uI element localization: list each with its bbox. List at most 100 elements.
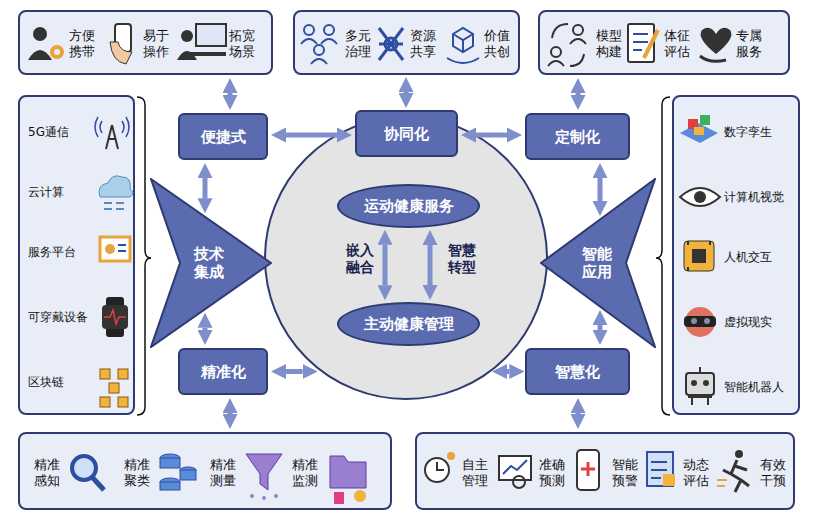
node-label: 精准 监测: [292, 457, 321, 488]
icon-group-part: [700, 56, 726, 61]
node-label: 多元 治理: [345, 28, 374, 59]
icon-group-part: [100, 237, 130, 261]
icon-group-part: [691, 380, 697, 386]
icon-group-part: [437, 462, 444, 470]
node-label: 智能 预警: [612, 457, 641, 488]
icon-group-part: [735, 450, 743, 458]
icon-group-part-part: [160, 482, 180, 490]
node-label: 易于 操作: [143, 28, 172, 59]
icon-group-part-part: [100, 397, 110, 407]
icon-group-part-part: [700, 115, 710, 125]
icon-group-part: [694, 191, 706, 203]
icon-group-part-part: [548, 61, 564, 66]
icon-group-part: [334, 492, 344, 504]
icon-group-part: [684, 241, 714, 271]
icon-group-part: [548, 24, 586, 66]
node-label: 精准 测量: [210, 457, 239, 488]
node-label: 便捷式: [201, 128, 246, 146]
node-label: 技术 集成: [194, 245, 227, 281]
icon-group-part: [425, 458, 449, 482]
icon-group-part: [577, 450, 599, 490]
double-arrow: [286, 133, 337, 138]
node-label: 可穿戴设备: [28, 310, 88, 324]
process-box: 便捷式: [178, 113, 268, 160]
double-arrow: [286, 369, 303, 374]
icon-group-part: [28, 50, 52, 60]
icon-group-part: [105, 244, 115, 254]
brace: [137, 97, 151, 415]
icon-group-part-part: [250, 494, 254, 498]
process-box: 协同化: [355, 110, 458, 157]
icon-group-part-part: [573, 25, 583, 35]
double-arrow: [428, 245, 433, 285]
icon-group-part: [160, 454, 196, 490]
feature-panel: 精准 感知精准 聚类精准 测量精准 监测: [18, 432, 392, 510]
icon-group-part: [118, 245, 126, 251]
node-label: 嵌入 融合: [346, 242, 377, 276]
icon-group-part: [692, 249, 706, 263]
icon-group-part: [104, 203, 124, 209]
node-label: 主动健康管理: [364, 315, 454, 333]
icon-group-part-part: [314, 45, 324, 55]
double-arrow: [228, 413, 233, 414]
icon-group-part: [379, 28, 403, 60]
icon-group-part-part: [118, 397, 128, 407]
icon-group-part: [704, 318, 710, 324]
node-label: 有效 干预: [760, 457, 789, 488]
icon-group-part-part: [311, 59, 327, 64]
double-arrow: [576, 93, 581, 95]
node-label: 区块链: [28, 375, 64, 389]
node-label: 人机交互: [724, 250, 772, 264]
icon-group-part: [688, 241, 710, 271]
double-arrow: [404, 92, 409, 93]
node-label: 数字孪生: [724, 125, 772, 139]
icon-group-part: [354, 490, 366, 502]
icon-group-part: [691, 318, 697, 324]
node-label: 资源 共享: [410, 28, 439, 59]
chevron-shape-part: [151, 179, 271, 347]
icon-group-part: [92, 477, 104, 490]
chevron-arrow: 技术 集成: [150, 178, 272, 348]
node-label: 智慧 转型: [448, 242, 479, 276]
node-label: 服务平台: [28, 245, 76, 259]
icon-group: [20, 434, 394, 512]
node-label: 专属 服务: [736, 28, 765, 59]
icon-group-part-part: [109, 383, 119, 393]
icon-group-part: [581, 462, 595, 476]
double-arrow: [598, 325, 603, 330]
icon-group-part: [685, 307, 715, 337]
icon-group-part: [95, 117, 129, 137]
icon-group-part: [688, 367, 712, 405]
node-label: 价值 共创: [484, 28, 513, 59]
icon-group-part: [99, 176, 133, 197]
icon-group-part: [181, 30, 193, 42]
chevron-shape-part: [541, 179, 655, 347]
node-label: 拓宽 场景: [229, 28, 258, 59]
node-label: 虚拟现实: [724, 315, 772, 329]
chevron-arrow: 智能 应用: [540, 178, 656, 348]
node-label: 定制化: [555, 128, 600, 146]
feature-panel: 模型 构建体征 评估专属 服务: [538, 10, 790, 75]
icon-group-part: [72, 456, 96, 480]
node-label: 云计算: [28, 185, 64, 199]
icon-group-part: [50, 45, 64, 59]
icon-group-part-part: [551, 47, 561, 57]
icon-group-part: [54, 49, 60, 55]
icon-group-part: [330, 456, 366, 488]
icon-group-part: [102, 305, 128, 329]
icon-group-part: [246, 454, 282, 490]
icon-group-part-part: [321, 39, 337, 44]
process-box: 精准化: [178, 348, 268, 395]
double-arrow: [507, 369, 509, 374]
technology-panel: 5G通信云计算服务平台可穿戴设备区块链: [18, 95, 135, 415]
icon-group-part: [33, 27, 47, 41]
double-arrow: [203, 328, 208, 330]
icon-group-part-part: [274, 494, 278, 498]
feature-panel: 多元 治理 资源 共享 价值 共创: [293, 10, 520, 75]
icon-group-part-part: [304, 25, 314, 35]
node-label: 运动健康服务: [364, 197, 454, 215]
icon-group-part-part: [453, 28, 473, 52]
icon-group-part: [684, 316, 716, 327]
icon-group-part: [503, 460, 527, 474]
